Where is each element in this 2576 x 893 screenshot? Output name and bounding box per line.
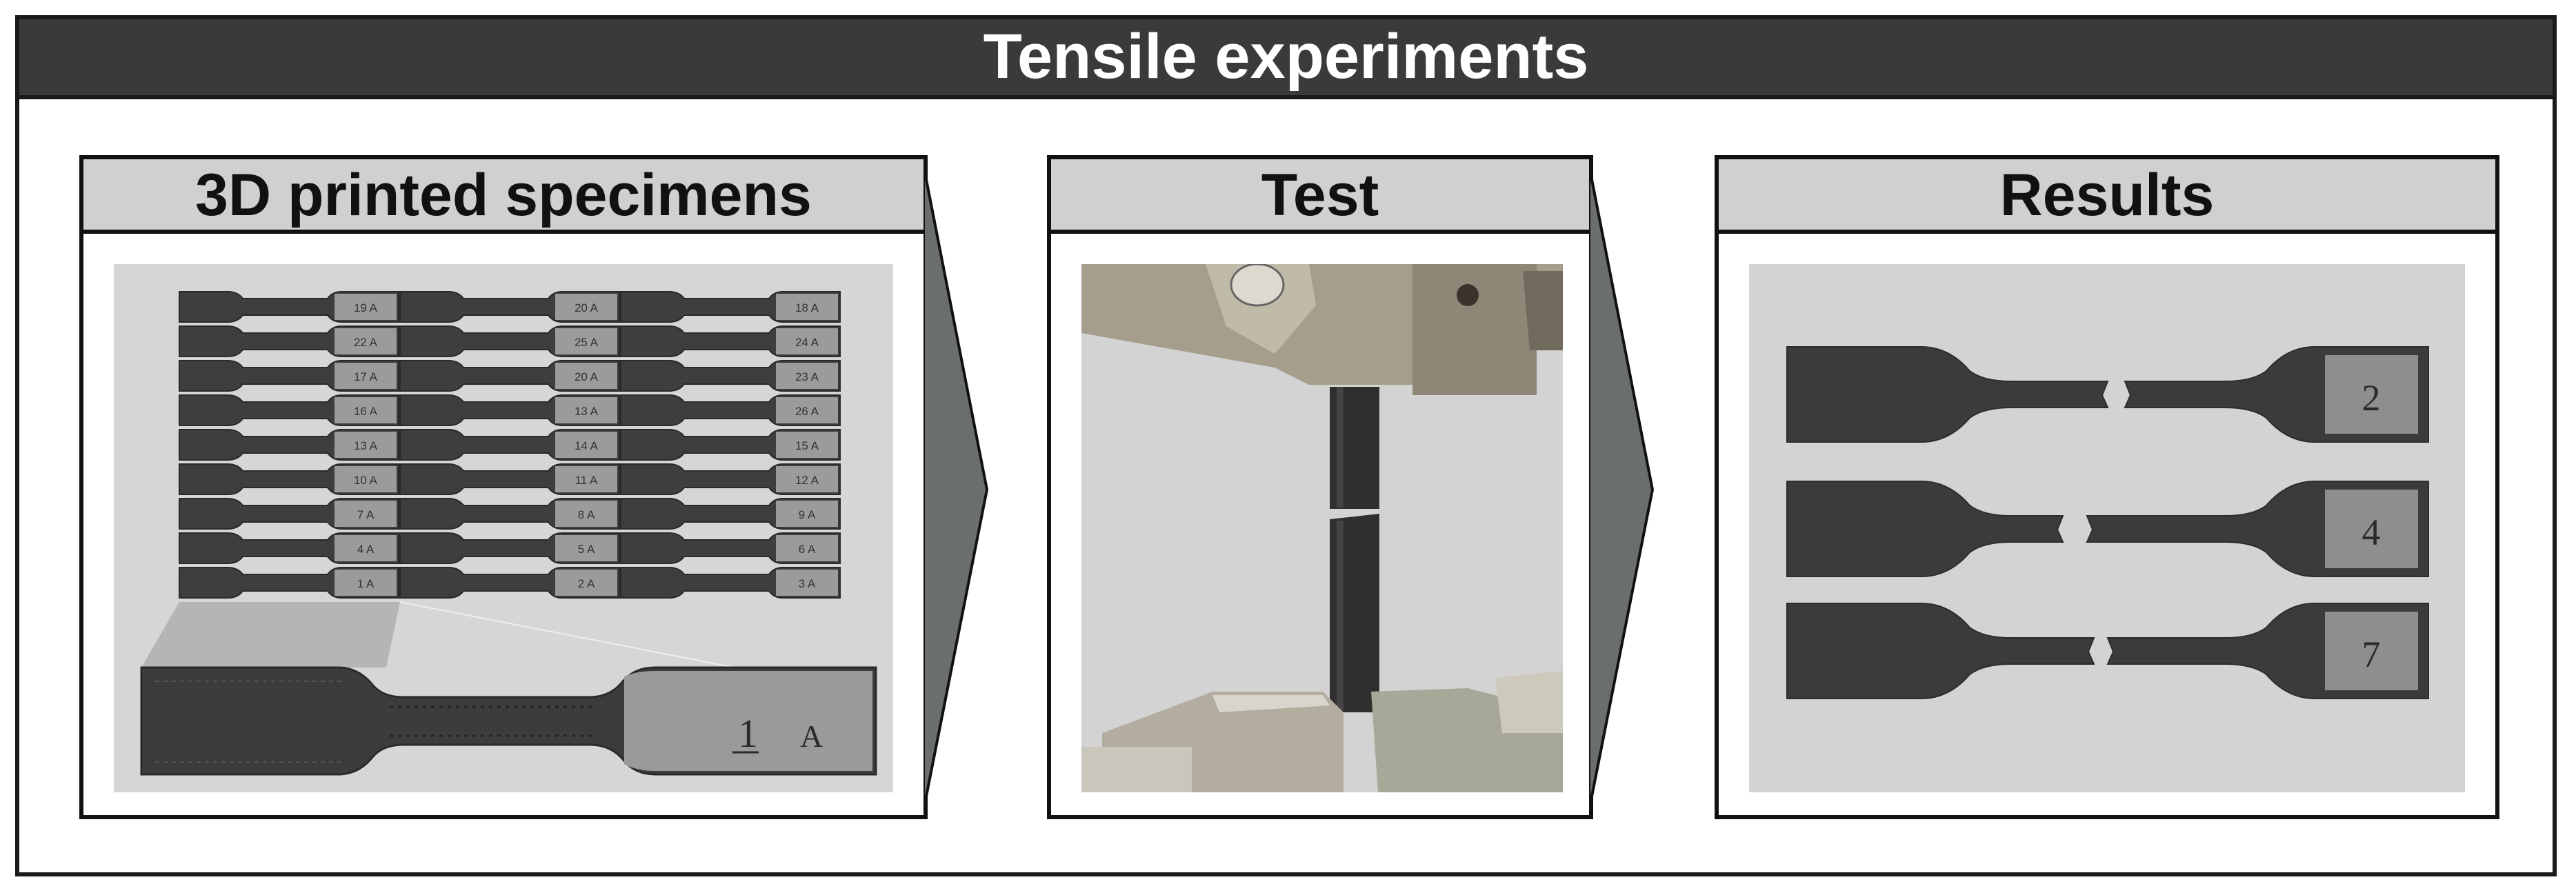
specimen-tag: 15 A (795, 439, 819, 452)
results-photo: 2 4 7 (1749, 264, 2465, 792)
test-photo (1081, 264, 1563, 792)
chevron-arrow-icon (1589, 165, 1655, 810)
figure-title: Tensile experiments (19, 19, 2553, 99)
specimen-tag: 16 A (354, 405, 378, 418)
specimen-2-A: 2 A (399, 567, 620, 599)
panel-results: Results 2 4 7 (1715, 155, 2499, 819)
specimen-tag: 2 A (578, 577, 595, 590)
specimen-tag: 10 A (354, 474, 378, 487)
specimen-tag: 1 A (357, 577, 375, 590)
specimen-22-A: 22 A (179, 325, 399, 357)
specimen-tag: 19 A (354, 301, 378, 314)
specimen-tag: 3 A (799, 577, 816, 590)
specimen-1-A: 1 A (179, 567, 399, 599)
specimen-19-A: 19 A (179, 291, 399, 323)
specimen-tag: 4 A (357, 543, 375, 556)
specimen-tag: 23 A (795, 370, 819, 383)
specimen-26-A: 26 A (620, 394, 841, 426)
specimen-10-A: 10 A (179, 463, 399, 495)
specimen-tag: 20 A (575, 370, 599, 383)
specimen-tag: 6 A (799, 543, 816, 556)
specimen-tag: 22 A (354, 336, 378, 349)
specimen-20-A: 20 A (399, 360, 620, 392)
fractured-specimens-illustration: 2 4 7 (1749, 264, 2465, 792)
fractured-specimen-2: 2 (1786, 346, 2429, 443)
specimen-8-A: 8 A (399, 498, 620, 530)
specimen-16-A: 16 A (179, 394, 399, 426)
result-specimen-label: 7 (2362, 634, 2381, 675)
specimen-6-A: 6 A (620, 532, 841, 564)
specimen-tag: 13 A (575, 405, 599, 418)
specimen-18-A: 18 A (620, 291, 841, 323)
panel-title-specimens: 3D printed specimens (83, 159, 923, 234)
panel-title-test: Test (1051, 159, 1589, 234)
specimen-tag: 18 A (795, 301, 819, 314)
specimen-tag: 7 A (357, 508, 375, 521)
specimen-tag: 12 A (795, 474, 819, 487)
chevron-arrow-icon (923, 165, 989, 810)
result-specimen-label: 2 (2362, 377, 2381, 419)
specimen-17-A: 17 A (179, 360, 399, 392)
specimen-7-A: 7 A (179, 498, 399, 530)
specimen-tag: 8 A (578, 508, 595, 521)
fractured-specimen-7: 7 (1786, 603, 2429, 699)
specimen-20-A: 20 A (399, 291, 620, 323)
specimen-tag: 14 A (575, 439, 599, 452)
specimen-tag: 25 A (575, 336, 599, 349)
specimen-tag: 17 A (354, 370, 378, 383)
specimen-24-A: 24 A (620, 325, 841, 357)
panel-title-results: Results (1719, 159, 2495, 234)
specimen-tag: 20 A (575, 301, 599, 314)
zoom-label-letter: A (800, 719, 823, 754)
panel-test: Test (1047, 155, 1593, 819)
specimen-23-A: 23 A (620, 360, 841, 392)
specimen-tag: 26 A (795, 405, 819, 418)
specimen-14-A: 14 A (399, 429, 620, 461)
tensile-test-machine-illustration (1081, 264, 1563, 792)
specimen-5-A: 5 A (399, 532, 620, 564)
specimen-9-A: 9 A (620, 498, 841, 530)
specimen-25-A: 25 A (399, 325, 620, 357)
specimen-13-A: 13 A (179, 429, 399, 461)
specimen-tag: 5 A (578, 543, 595, 556)
specimen-3-A: 3 A (620, 567, 841, 599)
fractured-specimen-4: 4 (1786, 481, 2429, 577)
specimen-tag: 9 A (799, 508, 816, 521)
zoom-label-number: 1 (738, 711, 758, 756)
specimen-13-A: 13 A (399, 394, 620, 426)
specimen-12-A: 12 A (620, 463, 841, 495)
specimen-tag: 13 A (354, 439, 378, 452)
result-specimen-label: 4 (2362, 512, 2381, 553)
specimen-4-A: 4 A (179, 532, 399, 564)
specimen-tag: 11 A (575, 474, 598, 487)
specimen-11-A: 11 A (399, 463, 620, 495)
specimen-15-A: 15 A (620, 429, 841, 461)
specimen-tag: 24 A (795, 336, 819, 349)
